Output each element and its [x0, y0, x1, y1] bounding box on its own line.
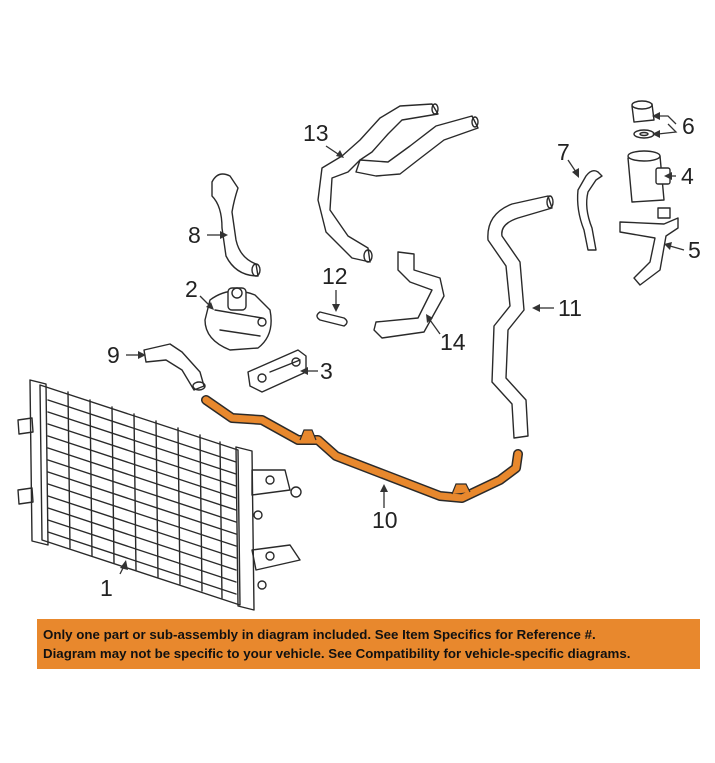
pump-outlet-hose-part: [143, 343, 206, 391]
pump-bracket-part: [247, 349, 307, 393]
callout-12: 12: [322, 263, 348, 289]
overflow-hose-part: [576, 169, 603, 251]
highlighted-pipe-part: [201, 395, 523, 503]
callout-7: 7: [557, 139, 570, 165]
callout-6: 6: [682, 113, 695, 139]
callout-8: 8: [188, 222, 201, 248]
heater-y-hose-part: [317, 103, 479, 263]
pump-inlet-hose-part: [211, 173, 261, 277]
parts-diagram: 1 2 3 4 5 6 7 8 9 10 11 12 13 14: [17, 100, 701, 611]
coolant-reservoir-part: [627, 150, 671, 203]
callout-4: 4: [681, 163, 694, 189]
callout-10: 10: [372, 507, 398, 533]
disclaimer-line-1: Only one part or sub-assembly in diagram…: [43, 627, 596, 642]
disclaimer-line-2: Diagram may not be specific to your vehi…: [43, 646, 631, 661]
reservoir-cap-part: [631, 100, 655, 139]
reservoir-bracket-part: [619, 207, 679, 286]
callout-14: 14: [440, 329, 466, 355]
callout-1: 1: [100, 575, 113, 601]
callout-13: 13: [303, 120, 329, 146]
callout-11: 11: [558, 295, 582, 321]
callout-9: 9: [107, 342, 120, 368]
callout-3: 3: [320, 358, 333, 384]
disclaimer-banner: Only one part or sub-assembly in diagram…: [37, 619, 700, 669]
upper-hose-part: [487, 195, 554, 439]
radiator-part: [17, 379, 302, 611]
leader-lines: [119, 112, 685, 575]
callout-5: 5: [688, 237, 701, 263]
water-pump-part: [204, 287, 272, 351]
hose-plug-part: [316, 311, 348, 327]
callout-2: 2: [185, 276, 198, 302]
